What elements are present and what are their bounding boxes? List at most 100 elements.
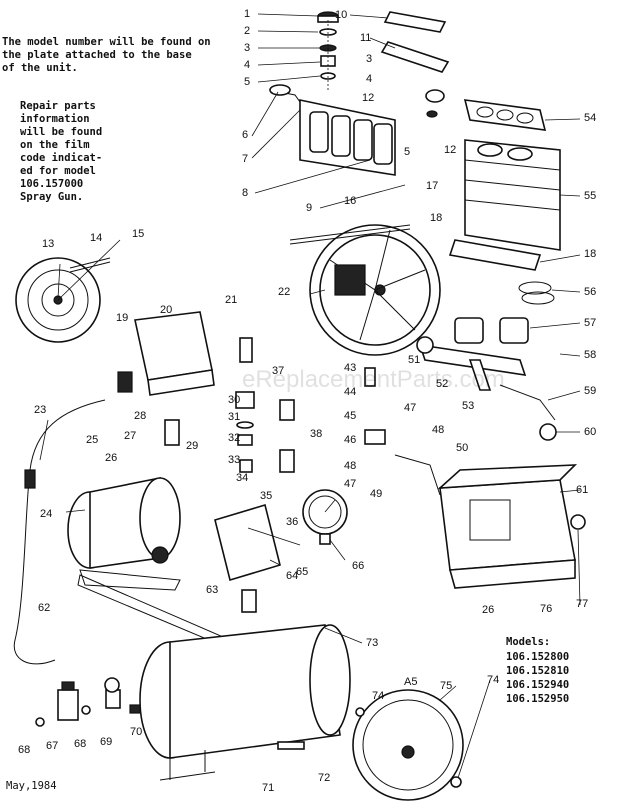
wheel <box>352 689 464 801</box>
callout-48: 48 <box>432 424 445 436</box>
callout-74b: 74 <box>487 674 500 686</box>
callout-43: 43 <box>344 362 357 374</box>
callout-3b: 3 <box>366 53 373 65</box>
callout-47: 47 <box>404 402 417 414</box>
cylinder-head <box>269 84 396 176</box>
callout-35: 35 <box>260 490 273 502</box>
callout-47b: 47 <box>344 478 357 490</box>
callout-66: 66 <box>352 560 365 572</box>
callout-56: 56 <box>584 286 597 298</box>
pressure-switch <box>117 311 215 396</box>
callout-38: 38 <box>310 428 323 440</box>
callout-60: 60 <box>584 426 597 438</box>
callout-67: 67 <box>46 740 59 752</box>
gasket-54 <box>463 99 547 131</box>
callout-75: 75 <box>440 680 453 692</box>
model-number-3: 106.152940 <box>506 679 570 691</box>
flywheel <box>289 224 441 356</box>
callout-32: 32 <box>228 432 241 444</box>
callout-26b: 26 <box>482 604 495 616</box>
callout-22: 22 <box>278 286 291 298</box>
leader-lines <box>39 13 581 779</box>
callout-2: 2 <box>244 25 251 37</box>
tank-fittings <box>35 677 305 750</box>
callout-70: 70 <box>130 726 143 738</box>
model-location-note: The model number will be found on the pl… <box>2 36 211 74</box>
callout-13: 13 <box>42 238 55 250</box>
callout-14: 14 <box>90 232 103 244</box>
callout-54: 54 <box>584 112 597 124</box>
manifold-gauge <box>214 489 348 613</box>
repair-info-note: Repair parts information will be found o… <box>20 100 103 203</box>
callout-46: 46 <box>344 434 357 446</box>
callout-16: 16 <box>344 195 357 207</box>
callout-25: 25 <box>86 434 99 446</box>
callout-29: 29 <box>186 440 199 452</box>
callout-48b: 48 <box>344 460 357 472</box>
callout-3: 3 <box>244 42 251 54</box>
cylinder-block <box>448 139 561 271</box>
callout-53: 53 <box>462 400 475 412</box>
callout-51: 51 <box>408 354 421 366</box>
callout-4: 4 <box>244 59 251 71</box>
callout-55: 55 <box>584 190 597 202</box>
callout-8: 8 <box>242 187 249 199</box>
callout-28: 28 <box>134 410 147 422</box>
callout-4b: 4 <box>366 73 373 85</box>
callout-64: 64 <box>286 570 299 582</box>
callout-18b: 18 <box>584 248 597 260</box>
model-number-4: 106.152950 <box>506 693 570 705</box>
callout-71: 71 <box>262 782 275 794</box>
model-number-2: 106.152810 <box>506 665 570 677</box>
callout-26: 26 <box>105 452 118 464</box>
crankshaft-pistons <box>416 281 557 441</box>
callout-15: 15 <box>132 228 145 240</box>
callout-1: 1 <box>244 8 251 20</box>
callout-63: 63 <box>206 584 219 596</box>
diagram-date: May,1984 <box>6 780 57 792</box>
callout-62: 62 <box>38 602 51 614</box>
motor-pulley <box>15 257 111 343</box>
callout-11: 11 <box>360 32 372 44</box>
callout-12: 12 <box>362 92 375 104</box>
callout-69: 69 <box>100 736 113 748</box>
crankcase <box>437 464 586 589</box>
callout-36: 36 <box>286 516 299 528</box>
callout-9: 9 <box>306 202 313 214</box>
callout-68: 68 <box>18 744 31 756</box>
callout-33: 33 <box>228 454 241 466</box>
callout-68b: 68 <box>74 738 87 750</box>
callout-76: 76 <box>540 603 553 615</box>
callout-a5: A5 <box>404 676 418 688</box>
callout-24: 24 <box>40 508 53 520</box>
callout-77: 77 <box>576 598 589 610</box>
callout-49: 49 <box>370 488 383 500</box>
callout-5b: 5 <box>404 146 411 158</box>
callout-37: 37 <box>272 365 285 377</box>
callout-10: 10 <box>335 9 348 21</box>
model-number-1: 106.152800 <box>506 651 570 663</box>
motor <box>67 477 181 591</box>
fittings-column <box>164 337 441 496</box>
callout-59: 59 <box>584 385 597 397</box>
callout-52: 52 <box>436 378 449 390</box>
callout-18: 18 <box>430 212 443 224</box>
callout-57: 57 <box>584 317 597 329</box>
callout-27: 27 <box>124 430 137 442</box>
watermark: eReplacementParts.com <box>242 366 505 393</box>
callout-74: 74 <box>372 690 385 702</box>
callout-12b: 12 <box>444 144 457 156</box>
callout-19: 19 <box>116 312 129 324</box>
callout-65: 65 <box>296 566 309 578</box>
callout-50: 50 <box>456 442 469 454</box>
callout-23: 23 <box>34 404 47 416</box>
models-header: Models: <box>506 636 551 648</box>
callout-5: 5 <box>244 76 251 88</box>
callout-30: 30 <box>228 394 241 406</box>
callout-6: 6 <box>242 129 249 141</box>
callout-58: 58 <box>584 349 597 361</box>
callout-45: 45 <box>344 410 357 422</box>
callout-73: 73 <box>366 637 379 649</box>
callout-17: 17 <box>426 180 439 192</box>
